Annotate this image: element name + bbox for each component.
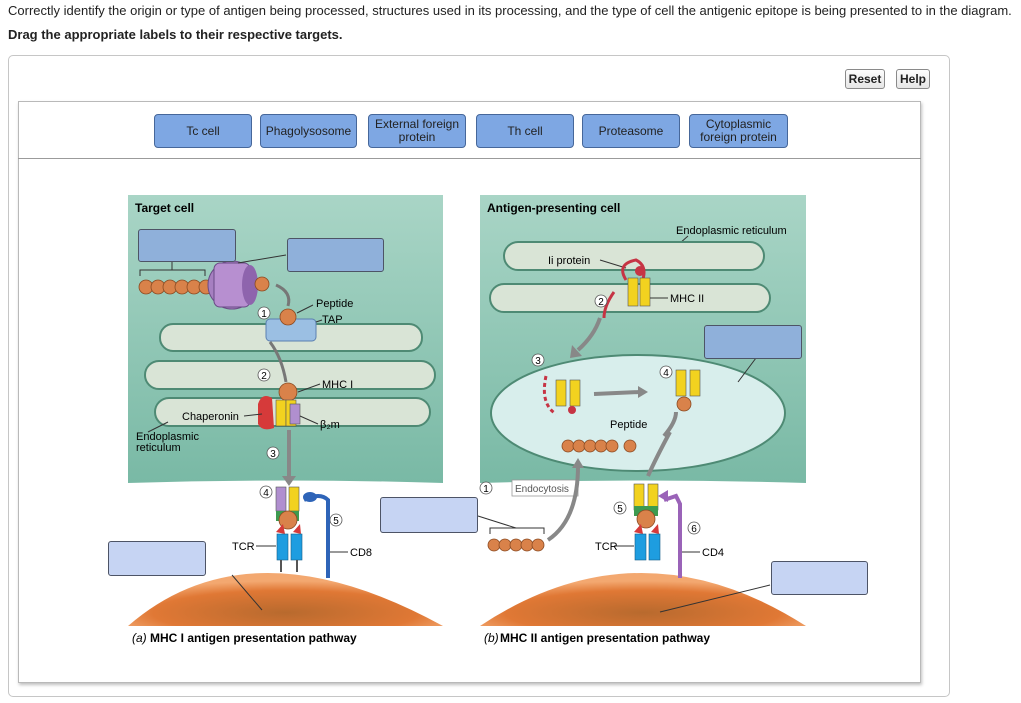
caption-prefix-right: (b) <box>484 631 499 645</box>
tcr-label-left: TCR <box>232 541 255 553</box>
proteasome-structure <box>207 260 270 310</box>
phagolysosome-structure <box>490 354 786 472</box>
help-button[interactable]: Help <box>896 69 930 89</box>
external-protein-chain <box>487 538 545 552</box>
tcr-label-right: TCR <box>595 541 618 553</box>
step-3-left: 3 <box>270 449 276 460</box>
er-label-left-line2: reticulum <box>136 442 181 454</box>
step-1-left: 1 <box>261 309 267 320</box>
drop-target-cell-left[interactable] <box>108 541 206 576</box>
step-4-right: 4 <box>663 368 669 379</box>
reset-button[interactable]: Reset <box>845 69 885 89</box>
mhc2-label: MHC II <box>670 293 704 305</box>
step-5-left: 5 <box>333 516 339 527</box>
label-phagolysosome[interactable]: Phagolysosome <box>260 114 357 148</box>
step-4-left: 4 <box>263 488 269 499</box>
peptide-chain-right <box>561 439 637 453</box>
b2m-label: β₂m <box>320 419 340 431</box>
label-bank-divider <box>18 158 921 159</box>
chaperonin-label: Chaperonin <box>182 411 239 423</box>
caption-prefix-left: (a) <box>132 631 147 645</box>
drop-target-protein-origin-left[interactable] <box>138 229 236 262</box>
step-2-left: 2 <box>261 371 267 382</box>
label-th-cell[interactable]: Th cell <box>476 114 574 148</box>
step-6-right: 6 <box>691 524 697 535</box>
caption-right: MHC II antigen presentation pathway <box>500 631 710 645</box>
endocytosis-label: Endocytosis <box>515 484 569 495</box>
drop-target-cell-right[interactable] <box>771 561 868 595</box>
er-label-right: Endoplasmic reticulum <box>676 225 787 237</box>
mhc1-label-er: MHC I <box>322 379 353 391</box>
question-text: Correctly identify the origin or type of… <box>8 3 1012 18</box>
cd8-label: CD8 <box>350 547 372 559</box>
step-1-right: 1 <box>483 484 489 495</box>
activity-frame <box>8 55 950 697</box>
drop-target-protein-origin-right[interactable] <box>380 497 478 533</box>
label-external-foreign-protein[interactable]: External foreign protein <box>368 114 466 148</box>
peptide-label-left: Peptide <box>316 298 353 310</box>
peptide-label-right: Peptide <box>610 419 647 431</box>
instruction-text: Drag the appropriate labels to their res… <box>8 27 343 42</box>
label-tc-cell[interactable]: Tc cell <box>154 114 252 148</box>
step-3-right: 3 <box>535 356 541 367</box>
drop-target-proteasome[interactable] <box>287 238 384 272</box>
label-proteasome[interactable]: Proteasome <box>582 114 680 148</box>
tap-label: TAP <box>322 314 343 326</box>
apc-title: Antigen-presenting cell <box>487 201 620 215</box>
mhc1-panel: Target cell Peptide TAP <box>128 195 443 645</box>
drop-target-phagolysosome[interactable] <box>704 325 802 359</box>
ii-protein-label: Ii protein <box>548 255 590 267</box>
target-cell-title: Target cell <box>135 201 194 215</box>
er-label-left-line1: Endoplasmic <box>136 431 199 443</box>
mhc2-panel: Antigen-presenting cell Endoplasmic reti… <box>477 195 806 645</box>
cd4-label: CD4 <box>702 547 724 559</box>
label-cytoplasmic-foreign-protein[interactable]: Cytoplasmic foreign protein <box>689 114 788 148</box>
caption-left: MHC I antigen presentation pathway <box>150 631 357 645</box>
step-2-right: 2 <box>598 297 604 308</box>
step-5-right: 5 <box>617 504 623 515</box>
